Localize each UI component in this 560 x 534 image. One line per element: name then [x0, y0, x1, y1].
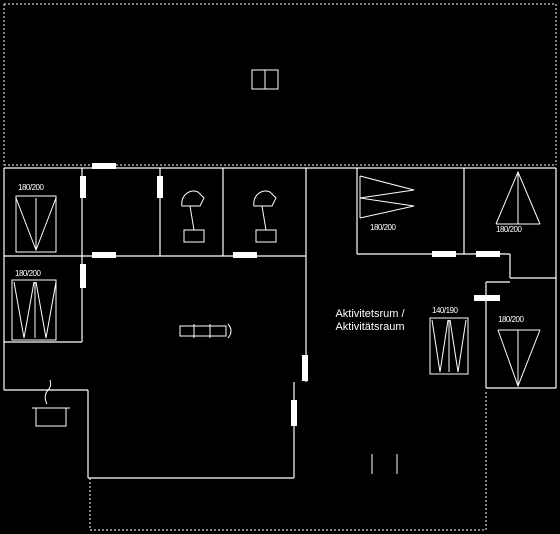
bed-icon — [495, 170, 541, 225]
doors — [80, 163, 500, 426]
room-label-line2: Aktivitätsraum — [335, 321, 405, 333]
bed-dimension-label: 140/190 — [432, 306, 458, 315]
bathrooms — [159, 168, 307, 257]
activity-room-walls — [88, 256, 307, 479]
top-terrace-outline — [3, 3, 557, 166]
right-rooms — [356, 168, 556, 388]
bed-icon — [11, 279, 57, 341]
bed-icon — [15, 195, 57, 253]
bed-icon — [429, 317, 469, 375]
toilet-icon — [181, 190, 205, 243]
bottom-terrace-outline — [89, 392, 487, 531]
dining-table-icon — [179, 323, 232, 339]
toilet-icon — [253, 190, 277, 243]
outer-walls — [3, 167, 557, 478]
bed-dimension-label: 180/200 — [18, 183, 44, 192]
stairs-icon — [371, 454, 398, 474]
bed-dimension-label: 180/200 — [496, 225, 522, 234]
bed-dimension-label: 180/200 — [498, 315, 524, 324]
room-label-activity: Aktivitetsrum / Aktivitätsraum — [318, 308, 422, 334]
bed-dimension-label: 180/200 — [15, 269, 41, 278]
bed-icon — [359, 175, 415, 219]
stairs-icon — [251, 69, 279, 90]
bed-dimension-label: 180/200 — [370, 223, 396, 232]
bed-icon — [497, 329, 541, 388]
room-label-line1: Aktivitetsrum / — [335, 308, 405, 320]
stove-icon — [32, 379, 70, 427]
